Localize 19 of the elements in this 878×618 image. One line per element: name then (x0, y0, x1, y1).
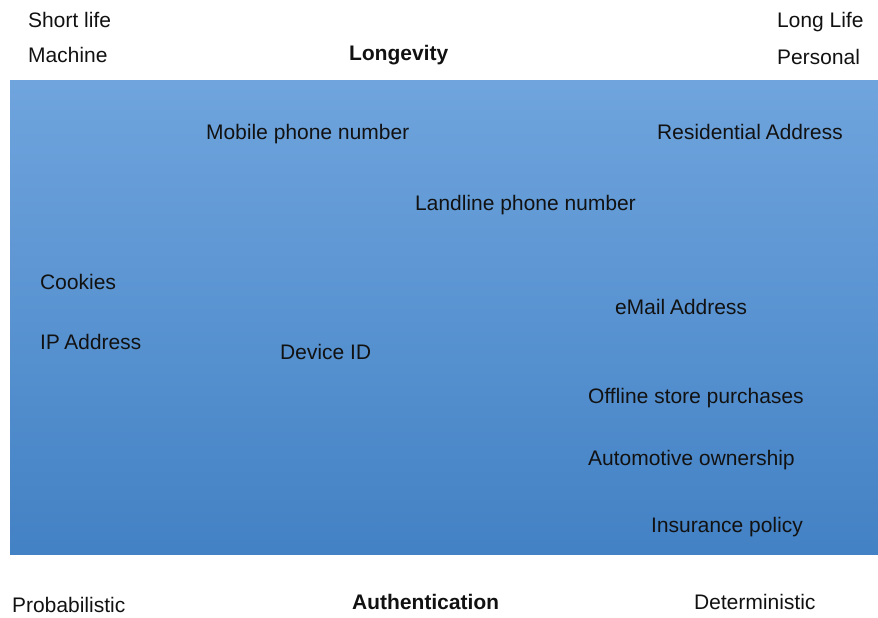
data-type-label: Cookies (40, 270, 116, 296)
axis-title: Longevity (349, 41, 448, 67)
axis-end-label: Machine (28, 43, 108, 69)
data-type-label: Offline store purchases (588, 384, 804, 410)
data-type-label: Mobile phone number (206, 120, 410, 146)
data-type-label: Landline phone number (415, 191, 636, 217)
axis-end-label: Probabilistic (12, 593, 126, 618)
axis-end-label: Personal (777, 45, 860, 71)
data-type-label: Residential Address (657, 120, 843, 146)
data-type-label: Device ID (280, 340, 372, 366)
data-type-label: eMail Address (615, 295, 747, 321)
axis-end-label: Short life (28, 8, 111, 34)
axis-title: Authentication (352, 590, 499, 616)
data-type-label: Insurance policy (651, 513, 803, 539)
chart-panel (10, 80, 878, 555)
axis-end-label: Long Life (777, 8, 864, 34)
data-type-label: Automotive ownership (588, 446, 795, 472)
axis-end-label: Deterministic (694, 590, 816, 616)
data-type-label: IP Address (40, 330, 142, 356)
